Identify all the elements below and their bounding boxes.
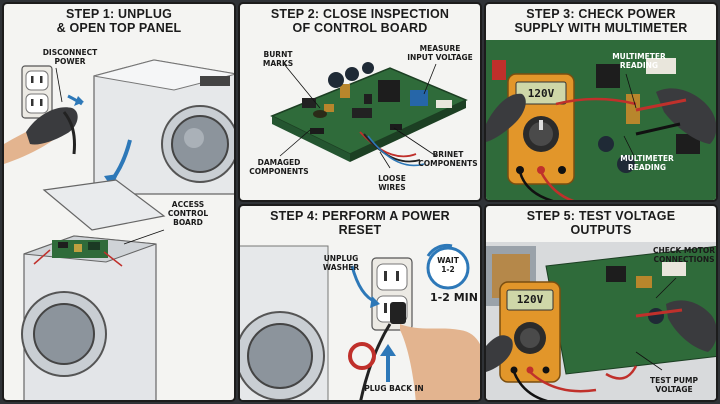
label-plug-back-in: PLUG BACK IN bbox=[364, 384, 424, 393]
step-4-title: STEP 4: PERFORM A POWER RESET bbox=[270, 209, 450, 237]
panel-step-5: STEP 5: TEST VOLTAGE OUTPUTS bbox=[484, 204, 718, 402]
label-disconnect-power: DISCONNECT POWER bbox=[42, 48, 98, 66]
panel-step-3: STEP 3: CHECK POWER SUPPLY WITH MULTIMET… bbox=[484, 2, 718, 202]
label-test-pump-voltage: TEST PUMP VOLTAGE bbox=[650, 376, 698, 394]
step-3-title: STEP 3: CHECK POWER SUPPLY WITH MULTIMET… bbox=[514, 7, 688, 35]
label-wait-time: 1-2 MIN bbox=[430, 291, 478, 304]
multimeter-display: 120V bbox=[516, 293, 544, 306]
arrow-up-icon bbox=[380, 344, 396, 356]
gloved-hand-icon bbox=[4, 107, 78, 164]
open-washer-icon bbox=[21, 179, 166, 400]
arrow-icon bbox=[370, 296, 380, 308]
label-damaged-components: DAMAGED COMPONENTS bbox=[249, 158, 309, 176]
voltage-test-scene bbox=[486, 242, 716, 400]
multimeter-icon bbox=[499, 281, 561, 383]
label-multimeter-reading-1: MULTIMETER READING bbox=[612, 52, 666, 70]
step-1-illustration bbox=[4, 59, 234, 400]
panel-step-1: STEP 1: UNPLUG & OPEN TOP PANEL bbox=[2, 2, 236, 402]
multimeter-scene bbox=[486, 40, 716, 200]
power-reset-illustration bbox=[240, 243, 480, 400]
gloved-hand-icon bbox=[486, 300, 716, 372]
label-unplug-washer: UNPLUG WASHER bbox=[322, 254, 360, 272]
label-loose-wires: LOOSE WIRES bbox=[378, 174, 406, 192]
label-multimeter-reading-2: MULTIMETER READING bbox=[620, 154, 674, 172]
wall-outlet-icon bbox=[21, 65, 53, 119]
control-board-icon bbox=[270, 62, 468, 162]
step-1-title: STEP 1: UNPLUG & OPEN TOP PANEL bbox=[56, 7, 182, 35]
label-access-control-board: ACCESS CONTROL BOARD bbox=[167, 200, 209, 227]
timer-icon bbox=[426, 243, 470, 290]
step-2-title: STEP 2: CLOSE INSPECTION OF CONTROL BOAR… bbox=[270, 7, 450, 35]
washing-machine-icon bbox=[240, 245, 329, 400]
label-brinet-components: BRINET COMPONENTS bbox=[418, 150, 478, 168]
label-wait-timer: WAIT 1-2 bbox=[437, 256, 459, 274]
step-5-title: STEP 5: TEST VOLTAGE OUTPUTS bbox=[526, 209, 676, 237]
multimeter-display: 120V bbox=[527, 87, 555, 100]
hand-with-plug-icon bbox=[359, 302, 480, 400]
label-check-motor-connections: CHECK MOTOR CONNECTIONS bbox=[653, 246, 715, 264]
panel-step-4: STEP 4: PERFORM A POWER RESET bbox=[238, 204, 482, 402]
red-circle-icon bbox=[348, 342, 376, 370]
washing-machine-icon bbox=[93, 59, 234, 195]
panel-step-2: STEP 2: CLOSE INSPECTION OF CONTROL BOAR… bbox=[238, 2, 482, 202]
label-burnt-marks: BURNT MARKS bbox=[262, 50, 294, 68]
label-measure-input-voltage: MEASURE INPUT VOLTAGE bbox=[407, 44, 473, 62]
control-board-illustration bbox=[270, 62, 468, 169]
